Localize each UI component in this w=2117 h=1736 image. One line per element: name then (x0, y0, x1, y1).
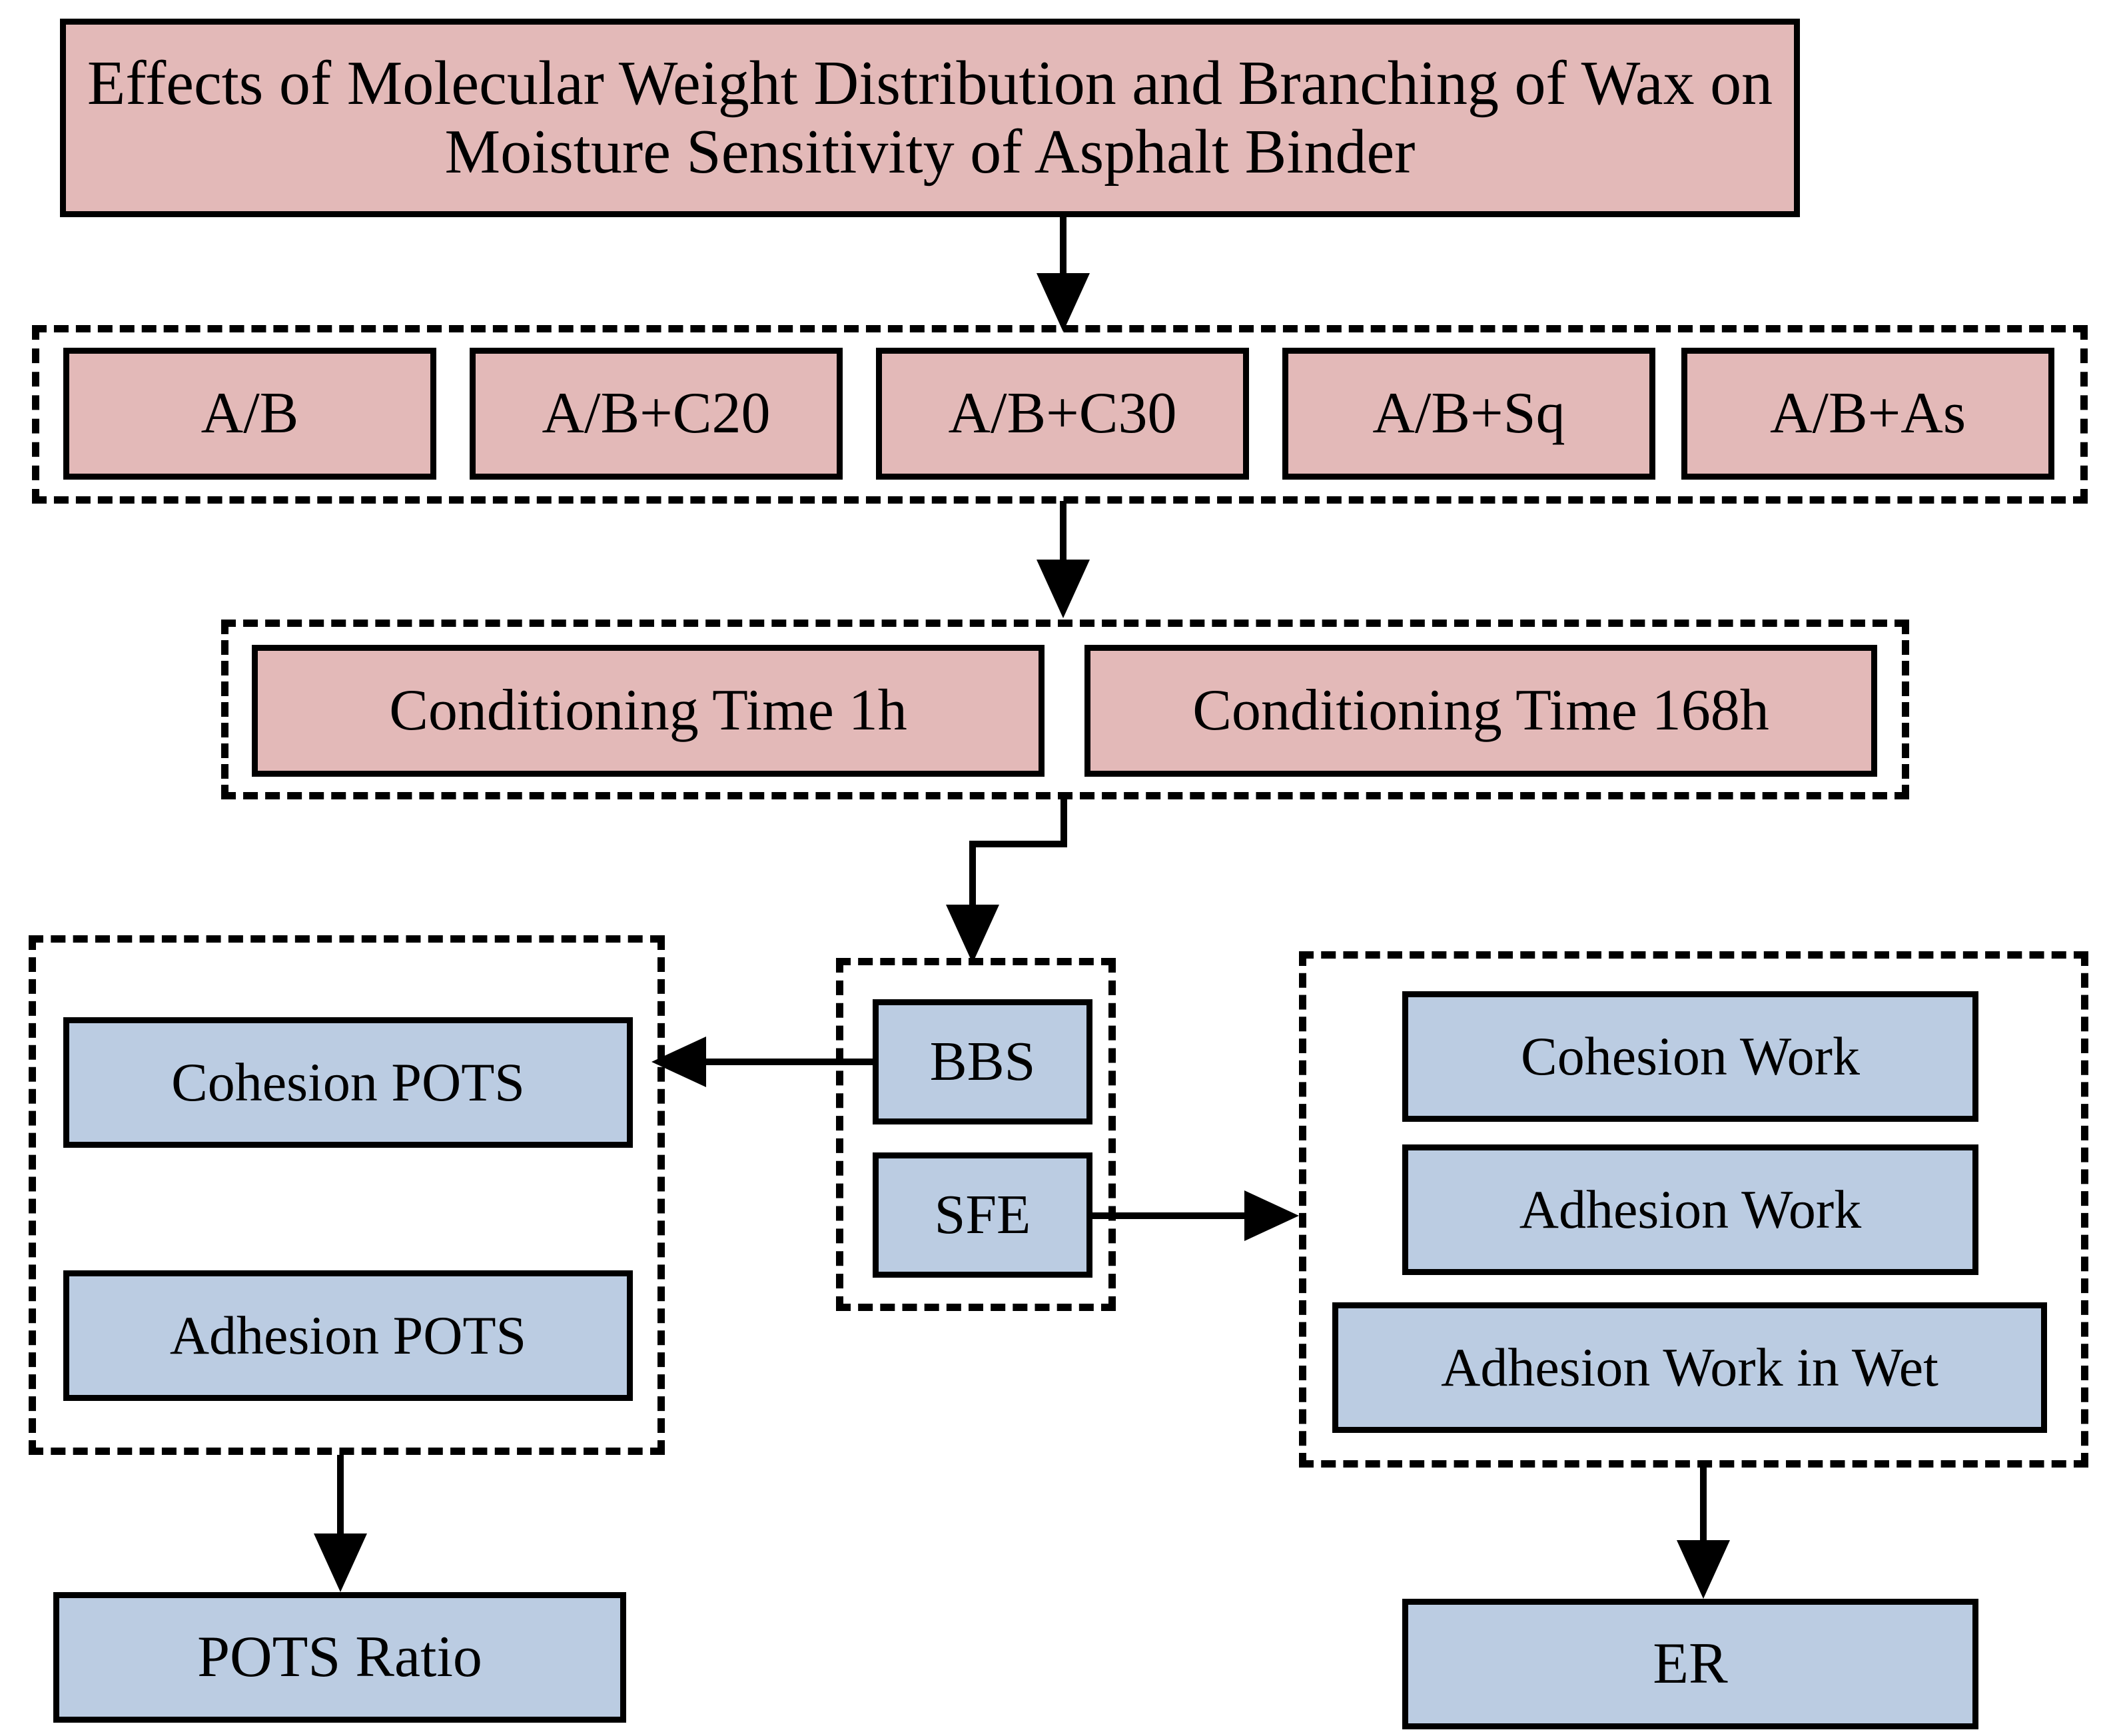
test-methods-group (836, 958, 1116, 1311)
result-label: Adhesion Work (1519, 1178, 1862, 1240)
index-label: POTS Ratio (197, 1624, 482, 1689)
method-label: SFE (934, 1183, 1031, 1246)
binder-materials-group (32, 325, 2088, 504)
material-label: A/B+As (1769, 380, 1966, 446)
pots-results-group (29, 935, 665, 1455)
edge-sfe-to-work (1090, 1212, 1284, 1219)
arrowhead-pots-to-ratio (314, 1533, 367, 1592)
result-label: Cohesion POTS (171, 1051, 525, 1112)
conditioning-box-1h[interactable]: Conditioning Time 1h (252, 645, 1045, 777)
material-box-ab-sq[interactable]: A/B+Sq (1282, 348, 1655, 480)
method-label: BBS (929, 1030, 1036, 1092)
work-results-group (1299, 951, 2088, 1468)
conditioning-label: Conditioning Time 168h (1192, 677, 1769, 743)
edge-bbs-to-pots (706, 1059, 874, 1065)
edge-materials-to-conditioning (1060, 501, 1066, 589)
material-label: A/B (201, 380, 299, 446)
conditioning-label: Conditioning Time 1h (389, 677, 907, 743)
method-box-sfe[interactable]: SFE (873, 1152, 1092, 1278)
method-box-bbs[interactable]: BBS (873, 999, 1092, 1124)
edge-conditioning-jog-segment (969, 841, 1067, 847)
result-label: Adhesion POTS (169, 1304, 527, 1366)
edge-work-to-er (1700, 1468, 1707, 1571)
conditioning-box-168h[interactable]: Conditioning Time 168h (1084, 645, 1877, 777)
arrowhead-work-to-er (1677, 1540, 1730, 1599)
material-box-ab-as[interactable]: A/B+As (1681, 348, 2054, 480)
edge-conditioning-to-methods (969, 841, 976, 914)
material-box-ab-c20[interactable]: A/B+C20 (470, 348, 843, 480)
arrowhead-sfe-to-work (1244, 1190, 1299, 1241)
edge-pots-to-ratio (337, 1455, 344, 1561)
index-box-er[interactable]: ER (1402, 1599, 1978, 1729)
material-label: A/B+Sq (1372, 380, 1565, 446)
material-label: A/B+C30 (948, 380, 1177, 446)
title-line-2: Moisture Sensitivity of Asphalt Binder (444, 117, 1416, 187)
result-label: Cohesion Work (1521, 1025, 1860, 1086)
arrowhead-materials-to-conditioning (1037, 560, 1090, 618)
result-box-cohesion-work[interactable]: Cohesion Work (1402, 991, 1978, 1122)
material-label: A/B+C20 (542, 380, 771, 446)
arrowhead-conditioning-to-methods (946, 905, 999, 963)
arrowhead-title-to-materials (1037, 273, 1090, 332)
edge-conditioning-down-segment (1060, 794, 1067, 847)
material-box-ab[interactable]: A/B (63, 348, 436, 480)
index-label: ER (1653, 1631, 1728, 1696)
result-label: Adhesion Work in Wet (1441, 1336, 1938, 1398)
edge-title-to-materials (1060, 217, 1066, 296)
result-box-adhesion-work-in-wet[interactable]: Adhesion Work in Wet (1332, 1302, 2047, 1433)
diagram-title-box: Effects of Molecular Weight Distribution… (60, 19, 1800, 217)
result-box-cohesion-pots[interactable]: Cohesion POTS (63, 1017, 633, 1148)
material-box-ab-c30[interactable]: A/B+C30 (876, 348, 1249, 480)
index-box-pots-ratio[interactable]: POTS Ratio (53, 1592, 626, 1723)
result-box-adhesion-pots[interactable]: Adhesion POTS (63, 1270, 633, 1401)
result-box-adhesion-work[interactable]: Adhesion Work (1402, 1144, 1978, 1275)
title-line-1: Effects of Molecular Weight Distribution… (87, 48, 1773, 118)
